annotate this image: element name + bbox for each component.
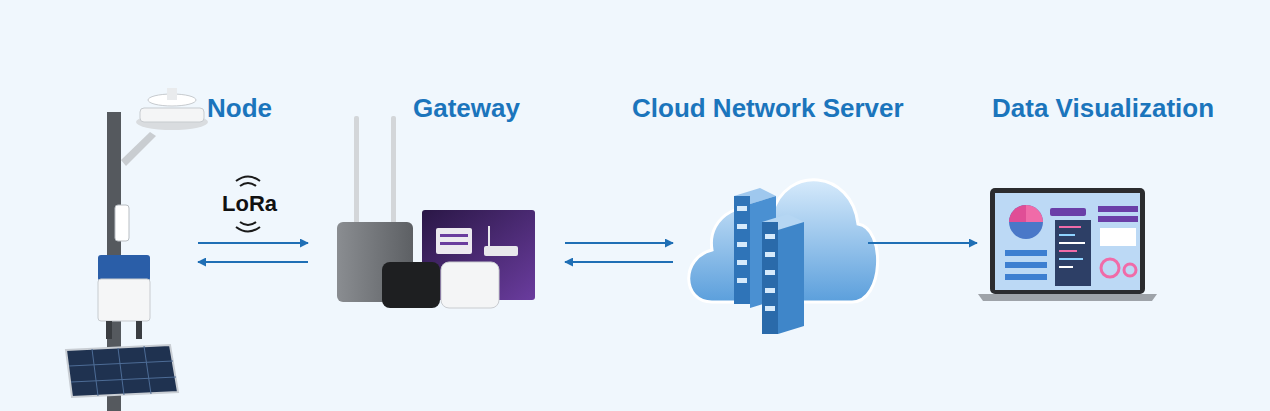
diagram-node: Node: [55, 88, 198, 411]
black-gateway: [382, 262, 440, 308]
slot: [737, 278, 747, 283]
solar-panel: [66, 345, 178, 397]
device-top: [98, 255, 150, 281]
node-heading: Gateway: [413, 93, 520, 123]
code-line: [1059, 258, 1083, 260]
rack-side: [734, 196, 750, 304]
node-heading: Node: [207, 93, 272, 123]
antenna: [391, 116, 396, 226]
laptop: [978, 188, 1157, 301]
pie-slice: [1009, 205, 1026, 222]
code-line: [1059, 234, 1075, 236]
mini-antenna: [488, 226, 490, 246]
login-panel: [436, 228, 472, 254]
arrow-connector: [868, 242, 977, 244]
cable: [136, 321, 142, 339]
cable: [106, 321, 112, 339]
ui-line: [440, 234, 468, 237]
slot: [765, 288, 775, 293]
ui-line: [440, 242, 468, 245]
slot: [765, 306, 775, 311]
pie-chart: [1009, 205, 1043, 239]
arrow-connector: [565, 261, 673, 263]
code-line: [1059, 242, 1085, 244]
wave: [236, 227, 260, 232]
diagram-node: Gateway: [308, 88, 565, 310]
screen: [995, 193, 1140, 290]
slot: [737, 224, 747, 229]
code-line: [1059, 250, 1077, 252]
donut: [1101, 259, 1119, 277]
bracket: [121, 132, 156, 166]
code-line: [1059, 266, 1073, 268]
device-bottom: [98, 279, 150, 321]
node-heading: Data Visualization: [992, 93, 1214, 123]
arrow-connector: [198, 242, 308, 244]
code-line: [1059, 226, 1081, 228]
arrow-connector: [198, 261, 308, 263]
small-device: [115, 205, 129, 241]
white-gateway: [441, 262, 499, 308]
slot: [737, 206, 747, 211]
diagram-node: Cloud Network Server: [673, 88, 868, 335]
code-panel: [1055, 220, 1091, 286]
slot: [737, 242, 747, 247]
mini-gateway: [484, 246, 518, 256]
slot: [737, 260, 747, 265]
gateway-devices: [337, 116, 535, 308]
sensor-pole: [66, 88, 208, 411]
panel-grid: [69, 346, 176, 396]
bar: [1005, 262, 1047, 268]
bar: [1050, 208, 1086, 216]
wave: [236, 177, 260, 182]
bar: [1005, 274, 1047, 280]
wave: [240, 222, 256, 225]
sensor-body: [140, 108, 204, 122]
bar: [1098, 216, 1138, 222]
rack-slots: [737, 206, 775, 311]
bar: [1005, 250, 1047, 256]
sensor-top: [167, 88, 177, 100]
slot: [765, 270, 775, 275]
rack-side: [762, 222, 778, 334]
node-heading: Cloud Network Server: [632, 93, 904, 123]
bar: [1098, 206, 1138, 212]
laptop-base: [978, 294, 1157, 301]
wave: [240, 183, 256, 186]
screen-bezel: [990, 188, 1145, 294]
rack-front: [778, 222, 804, 334]
protocol-label: LoRa: [222, 192, 277, 216]
arrow-connector: [565, 242, 673, 244]
slot: [765, 252, 775, 257]
donut: [1124, 264, 1136, 276]
diagram-node: Data Visualization: [977, 88, 1160, 300]
panel: [1100, 228, 1136, 246]
slot: [765, 234, 775, 239]
antenna: [354, 116, 359, 226]
pie-slice: [1026, 205, 1043, 222]
cloud-server: [689, 180, 878, 334]
